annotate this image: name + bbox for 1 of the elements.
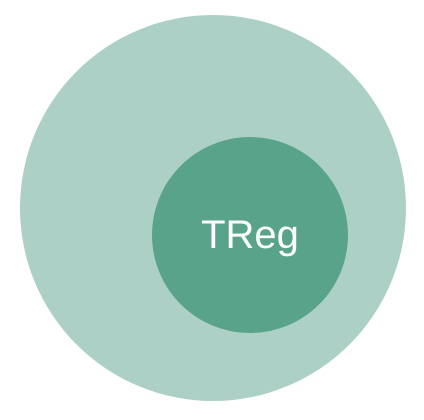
node-label: TReg [201,212,299,258]
